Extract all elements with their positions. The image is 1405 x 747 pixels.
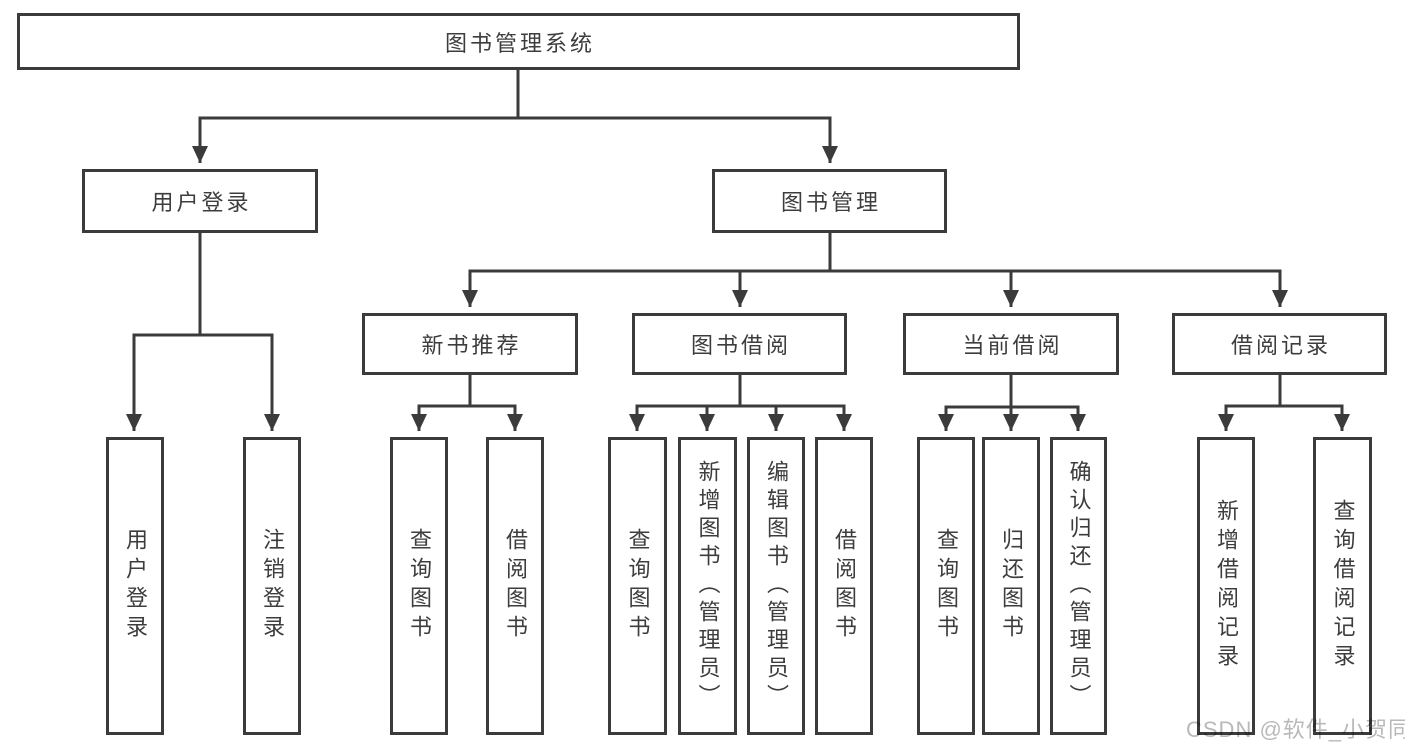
- node-new-book-recommend: 新书推荐: [362, 313, 578, 375]
- node-current-borrow: 当前借阅: [903, 313, 1119, 375]
- leaf-borrow-books: 借阅图书: [815, 437, 873, 735]
- leaf-query-books-current: 查询图书: [917, 437, 975, 735]
- leaf-borrow-books-recommend: 借阅图书: [486, 437, 544, 735]
- node-library-system: 图书管理系统: [17, 13, 1020, 70]
- leaf-query-books-recommend: 查询图书: [390, 437, 448, 735]
- leaf-return-book: 归还图书: [982, 437, 1040, 735]
- node-book-management: 图书管理: [712, 169, 947, 233]
- leaf-add-book-admin: 新增图书（管理员）: [678, 437, 737, 735]
- leaf-logout: 注销登录: [243, 437, 301, 735]
- node-borrow-records: 借阅记录: [1172, 313, 1387, 375]
- node-book-borrow: 图书借阅: [632, 313, 847, 375]
- csdn-watermark: CSDN @软件_小贺同学: [1186, 717, 1405, 742]
- leaf-query-books-borrow: 查询图书: [608, 437, 667, 735]
- leaf-confirm-return-admin: 确认归还（管理员）: [1050, 437, 1107, 735]
- leaf-add-borrow-record: 新增借阅记录: [1197, 437, 1255, 735]
- leaf-edit-book-admin: 编辑图书（管理员）: [747, 437, 805, 735]
- leaf-query-borrow-record: 查询借阅记录: [1313, 437, 1372, 735]
- leaf-user-login: 用户登录: [106, 437, 164, 735]
- node-user-login: 用户登录: [82, 169, 318, 233]
